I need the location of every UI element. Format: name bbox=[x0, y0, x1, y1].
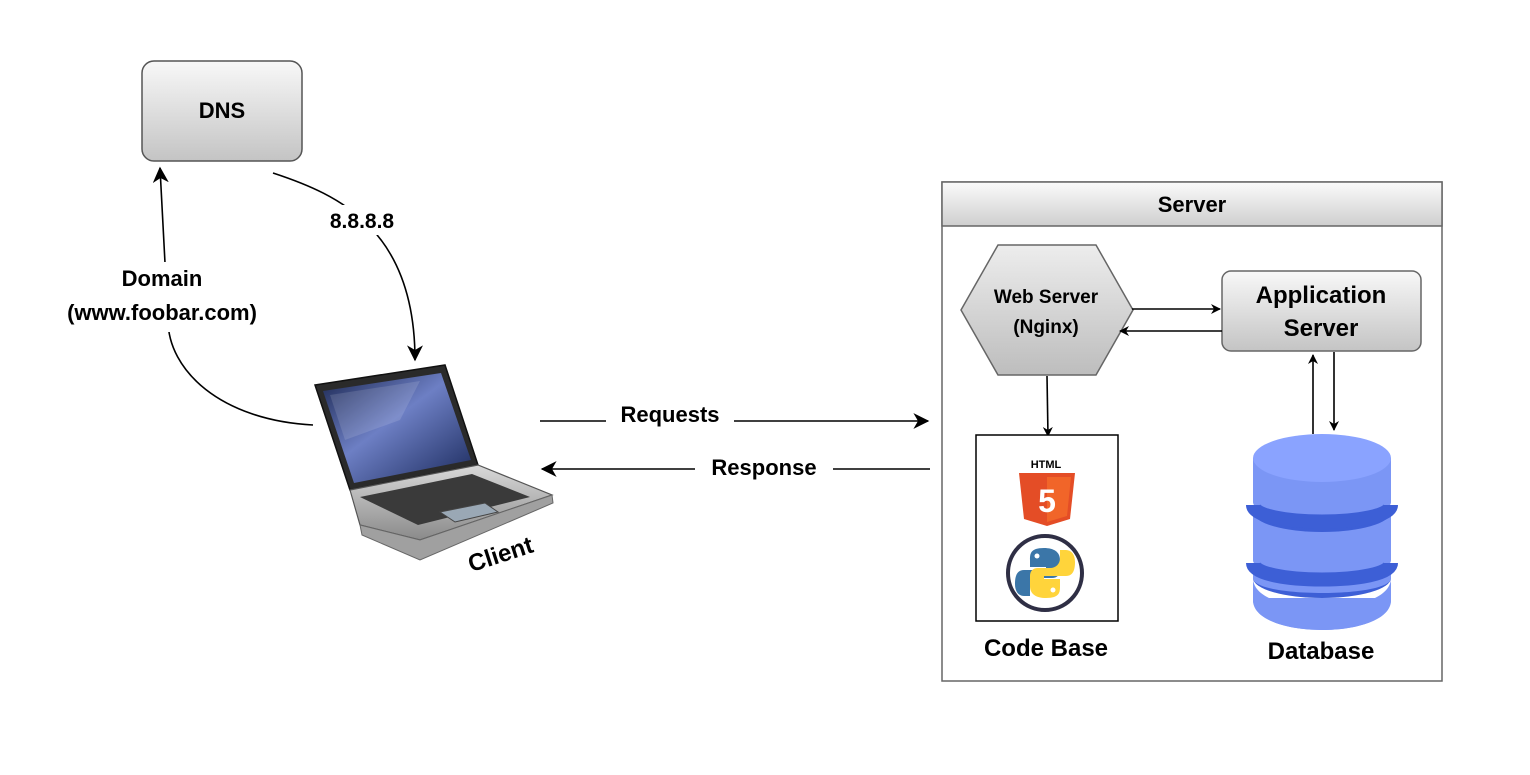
server-title: Server bbox=[1158, 192, 1227, 217]
laptop-icon[interactable] bbox=[314, 364, 554, 561]
domain-query-label-line2: (www.foobar.com) bbox=[67, 300, 257, 325]
dns-response-edge: 8.8.8.8 bbox=[272, 172, 423, 362]
application-server-label-line2: Server bbox=[1284, 315, 1359, 342]
dns-response-label: 8.8.8.8 bbox=[330, 210, 395, 233]
domain-query-label-line1: Domain bbox=[122, 266, 203, 291]
code-base-node[interactable]: HTML 5 bbox=[975, 434, 1119, 622]
html5-icon: HTML 5 bbox=[1019, 459, 1075, 526]
python-icon bbox=[1006, 534, 1084, 612]
response-label: Response bbox=[711, 455, 816, 480]
client-label: Client bbox=[465, 532, 537, 578]
dns-label: DNS bbox=[199, 98, 245, 123]
html5-number: 5 bbox=[1038, 483, 1056, 519]
response-edge: Response bbox=[540, 453, 930, 483]
requests-label: Requests bbox=[620, 402, 719, 427]
dns-node[interactable]: DNS bbox=[141, 60, 303, 162]
application-server-node[interactable]: Application Server bbox=[1221, 270, 1422, 352]
web-server-label-line2: (Nginx) bbox=[1013, 317, 1078, 338]
database-label: Database bbox=[1268, 638, 1375, 665]
domain-query-edge: Domain (www.foobar.com) bbox=[40, 166, 314, 426]
web-to-codebase-edge bbox=[1042, 375, 1053, 437]
database-icon[interactable] bbox=[1246, 434, 1398, 630]
code-base-label: Code Base bbox=[984, 635, 1108, 662]
web-server-label-line1: Web Server bbox=[994, 287, 1099, 308]
web-server-node[interactable]: Web Server (Nginx) bbox=[960, 244, 1134, 376]
application-server-label-line1: Application bbox=[1256, 282, 1387, 309]
html5-badge: HTML bbox=[1031, 459, 1062, 471]
requests-edge: Requests bbox=[540, 400, 930, 430]
